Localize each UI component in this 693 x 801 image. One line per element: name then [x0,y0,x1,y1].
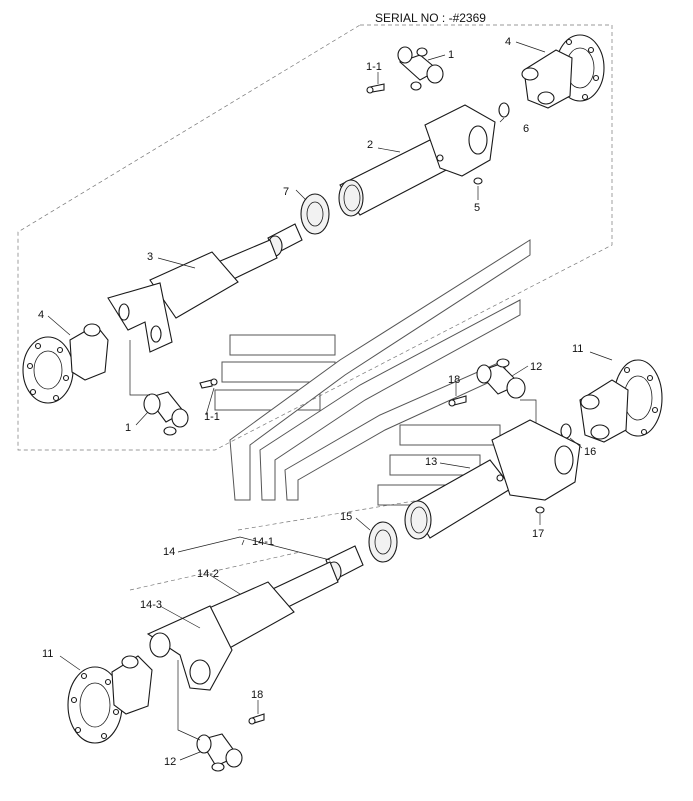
slip-yoke-top [338,104,496,217]
callout-13: 13 [425,456,437,468]
plug-top [473,177,483,185]
grease-nipple-top [366,83,385,94]
flange-yoke-right [579,359,663,443]
assembly-boundary-lower-2 [129,551,301,591]
grease-nipple-bottom [248,713,265,725]
spline-shaft-top [107,223,303,353]
callout-1-left: 1 [125,422,131,434]
watermark-logo [214,239,531,506]
joint-guide-left [129,340,150,396]
serial-number-label: SERIAL NO : -#2369 [375,11,486,25]
leader-lines [47,41,613,761]
callout-6: 6 [523,123,529,135]
slip-yoke-right [404,419,581,540]
dust-seal-right [368,521,398,563]
callout-4-left: 4 [38,309,44,321]
callout-5: 5 [474,202,480,214]
callout-18-bottom: 18 [251,689,263,701]
universal-joint-cross-right [476,358,526,399]
dust-seal-top [300,193,330,235]
grease-nipple-left [199,378,218,389]
callout-15: 15 [340,511,352,523]
callout-14-1: 14-1 [252,536,274,548]
flange-yoke-bottom-left [67,655,153,744]
callout-7: 7 [283,186,289,198]
callout-14: 14 [163,546,175,558]
callout-12-bottom: 12 [164,756,176,768]
callout-2: 2 [367,139,373,151]
snap-ring-top [498,102,510,118]
assembly-boundary-lower-1 [237,499,421,531]
callout-14-2: 14-2 [197,568,219,580]
callout-1-1-left: 1-1 [204,411,220,423]
callout-17: 17 [532,528,544,540]
joint-guide-bottom [177,660,201,741]
callout-1-1-top: 1-1 [366,61,382,73]
callout-14-3: 14-3 [140,599,162,611]
callout-3: 3 [147,251,153,263]
universal-joint-cross-left [143,391,189,436]
joint-guide-right [520,399,537,430]
callout-4-top: 4 [505,36,511,48]
callout-18-right: 18 [448,374,460,386]
universal-joint-cross-top [397,46,444,91]
callout-11-left: 11 [42,648,53,660]
callout-1-top: 1 [448,49,454,61]
flange-yoke-top [521,34,605,109]
universal-joint-cross-bottom [196,733,243,772]
callout-16: 16 [584,446,596,458]
plug-right [535,506,545,514]
assembly-boundary-upper [17,24,613,451]
spline-shaft-bottom [146,545,364,691]
flange-yoke-left [22,323,109,404]
grease-nipple-right [448,395,467,407]
callout-11-right: 11 [572,343,583,355]
callout-12-right: 12 [530,361,542,373]
